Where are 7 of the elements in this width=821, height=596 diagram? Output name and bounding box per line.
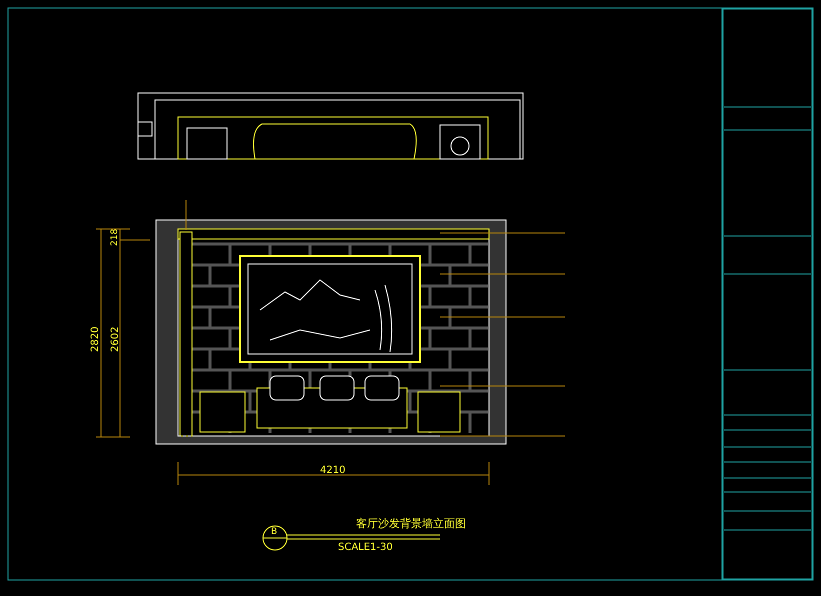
drawing-title: 客厅沙发背景墙立面图: [356, 518, 466, 529]
scale-text: SCALE1-30: [338, 543, 393, 553]
dimension-text: 2820: [91, 326, 101, 352]
dimension-text: 2602: [111, 326, 121, 352]
dimension-text: 4210: [320, 466, 346, 476]
dimension-text: 218: [111, 228, 120, 246]
section-letter: B: [271, 528, 278, 537]
